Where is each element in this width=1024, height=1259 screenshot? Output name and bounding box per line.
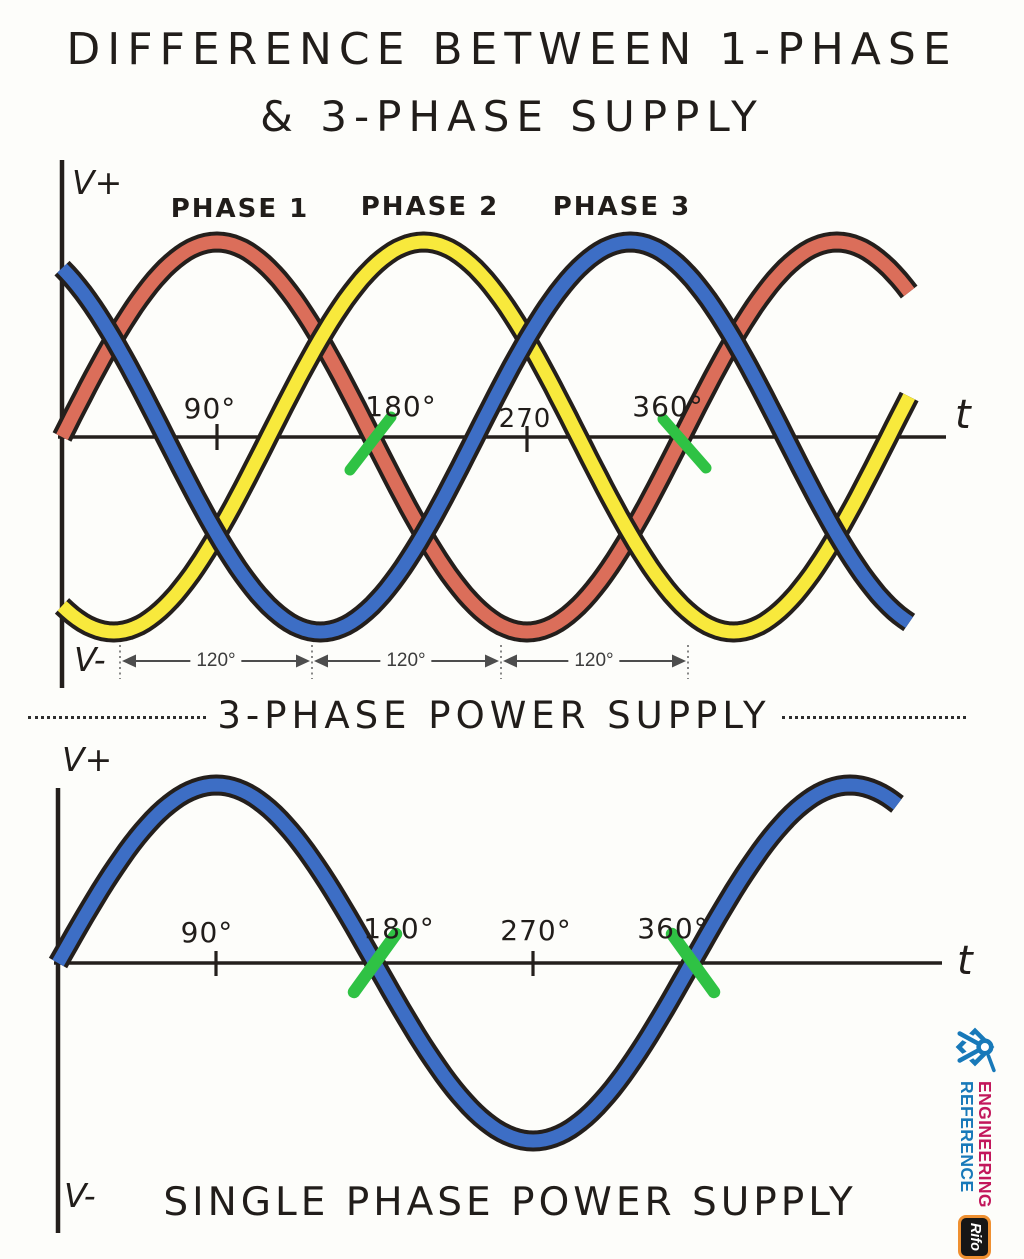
zero-cross-marker-360-bottom [665, 927, 721, 999]
three-phase-180deg-label: 180° [365, 390, 437, 423]
three-phase-270deg-label: 270 [498, 404, 552, 434]
spacing-120-label-2: 120° [380, 650, 432, 671]
single-phase-180deg-label: 180° [363, 912, 435, 945]
three-phase-t-axis-label: t [955, 392, 971, 438]
rifo-badge-text: Rifo [967, 1222, 983, 1252]
single-phase-vminus-label: V- [64, 1176, 96, 1215]
page-title-line-2: & 3-PHASE SUPPLY [260, 92, 764, 141]
engineering-reference-logo-icon [955, 1027, 996, 1073]
three-phase-360deg-label: 360° [632, 390, 704, 423]
three-phase-vplus-label: V+ [72, 163, 123, 202]
single-phase-t-axis-label: t [957, 938, 973, 984]
single-phase-wave [52, 778, 902, 1148]
watermark-brand-text: ENGINEERING REFERENCE [957, 1081, 995, 1208]
three-phase-waves [52, 231, 919, 643]
three-phase-90deg-label: 90° [183, 392, 237, 425]
divider-dotted-left [28, 716, 206, 719]
single-phase-360deg-label: 360° [637, 912, 709, 945]
single-phase-90deg-label: 90° [180, 916, 234, 949]
single-phase-vplus-label: V+ [62, 740, 113, 779]
single-phase-wave [48, 774, 904, 1152]
spacing-120-label-1: 120° [190, 650, 242, 671]
phase-3-wave [57, 235, 913, 639]
zero-cross-marker-180-bottom [347, 927, 403, 999]
three-phase-vminus-label: V- [74, 640, 106, 679]
phase-3-label: PHASE 3 [552, 192, 692, 222]
phase-1-wave [56, 235, 915, 639]
single-phase-270deg-label: 270° [500, 914, 572, 947]
phase-2-label: PHASE 2 [360, 192, 500, 222]
zero-cross-marker-360-top [657, 413, 712, 474]
spacing-120-label-3: 120° [568, 650, 620, 671]
watermark-engineering-text: ENGINEERING [974, 1081, 995, 1208]
single-phase-caption: SINGLE PHASE POWER SUPPLY [163, 1180, 857, 1225]
divider-dotted-right [782, 716, 966, 719]
watermark: ENGINEERING REFERENCE Rifo [946, 1020, 1004, 1259]
phase-2-wave [57, 235, 915, 639]
measure-dotted-guides [119, 645, 689, 679]
rifo-badge: Rifo [958, 1214, 992, 1259]
phase-1-label: PHASE 1 [170, 194, 310, 224]
zero-cross-marker-180-top [344, 411, 397, 476]
three-phase-caption: 3-PHASE POWER SUPPLY [217, 694, 771, 737]
page-title-line-1: DIFFERENCE BETWEEN 1-PHASE [66, 24, 958, 75]
watermark-reference-text: REFERENCE [957, 1081, 977, 1193]
